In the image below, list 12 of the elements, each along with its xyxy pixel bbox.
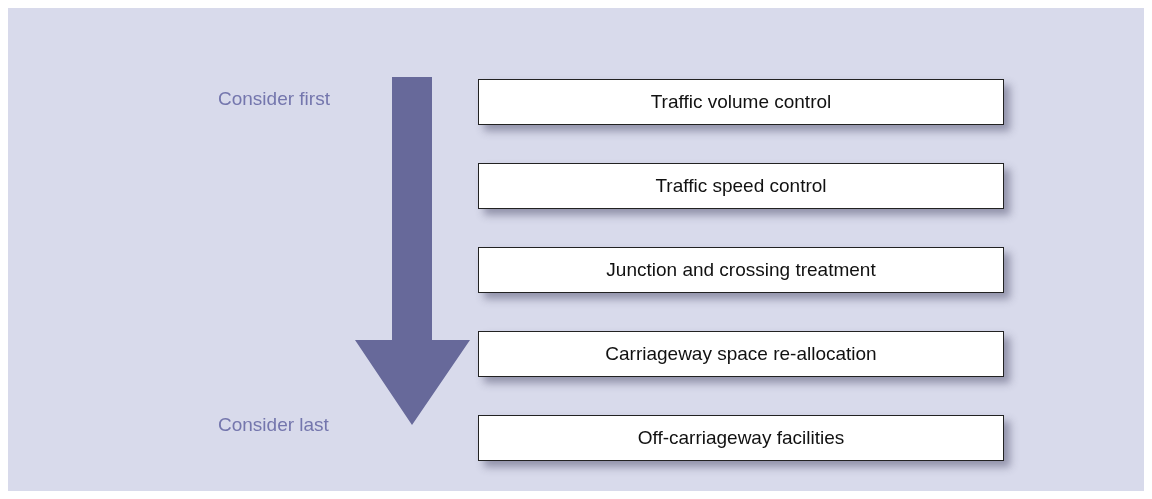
step-box [478, 79, 1004, 125]
priority-label: Consider first [218, 88, 330, 110]
step-box [478, 163, 1004, 209]
step-label: Traffic volume control [650, 91, 832, 113]
step-label: Carriageway space re-allocation [605, 343, 877, 365]
step-box [478, 415, 1004, 461]
step-label: Off-carriageway facilities [637, 427, 845, 449]
priority-label: Consider last [218, 414, 329, 436]
step-label: Junction and crossing treatment [606, 259, 876, 281]
step-box [478, 331, 1004, 377]
step-box [478, 247, 1004, 293]
step-label: Traffic speed control [655, 175, 827, 197]
